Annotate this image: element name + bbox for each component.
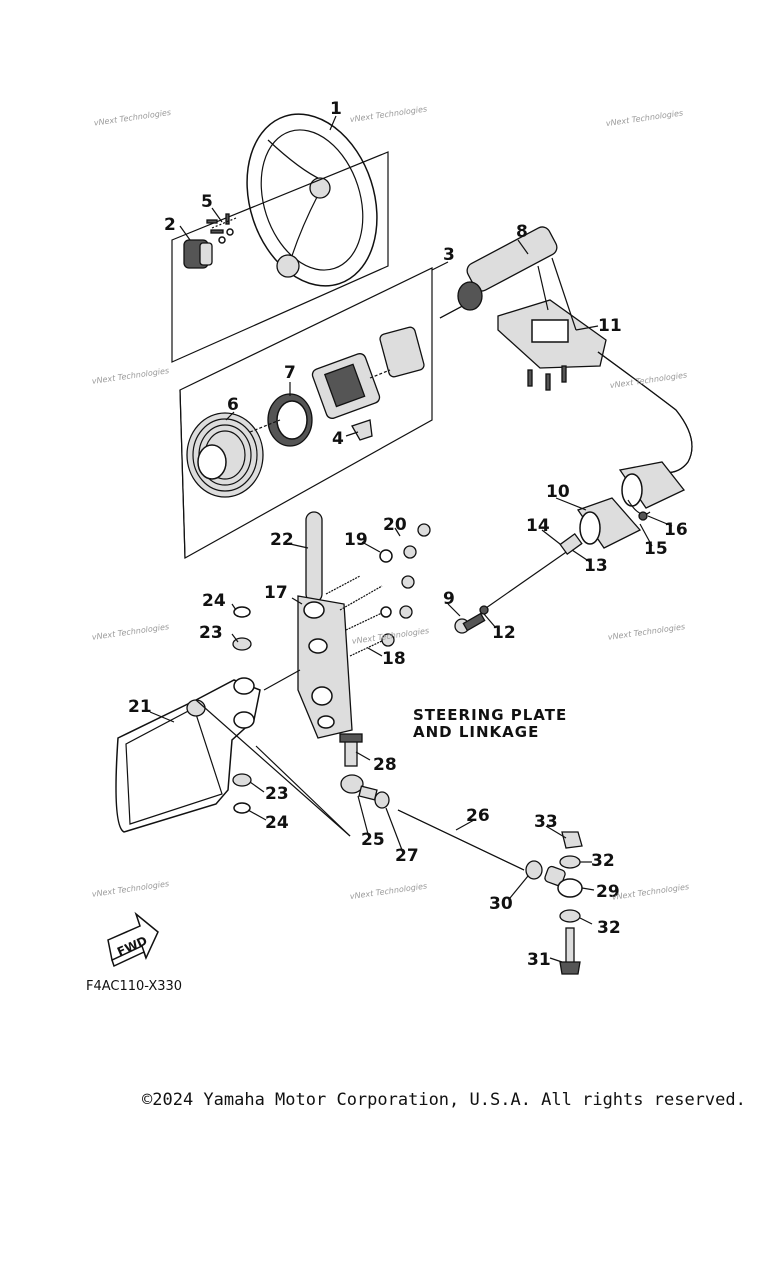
- steering-shaft: [439, 226, 558, 319]
- callout-22: 22: [270, 530, 294, 550]
- callout-2: 2: [164, 215, 176, 235]
- diagram-code: F4AC110-X330: [86, 979, 182, 994]
- callout-9: 9: [443, 589, 455, 609]
- callout-15: 15: [644, 539, 668, 559]
- callout-25: 25: [361, 830, 385, 850]
- watermark-9: vNext Technologies: [91, 879, 169, 899]
- small-fasteners: [206, 213, 237, 244]
- callout-1: 1: [330, 99, 342, 119]
- watermark-10: vNext Technologies: [349, 881, 427, 901]
- callout-31: 31: [527, 950, 551, 970]
- callout-26: 26: [466, 806, 490, 826]
- callout-19: 19: [344, 530, 368, 550]
- steering-plate: [115, 677, 261, 833]
- rod-end: [454, 612, 486, 634]
- fwd-arrow-icon: FWD: [107, 911, 159, 968]
- diagram-title-line-1: STEERING PLATE: [413, 706, 567, 724]
- callout-21: 21: [128, 697, 152, 717]
- callout-6: 6: [227, 395, 239, 415]
- callout-17: 17: [264, 583, 288, 603]
- callout-28: 28: [373, 755, 397, 775]
- callout-11: 11: [598, 316, 622, 336]
- callout-18: 18: [382, 649, 406, 669]
- callout-29: 29: [596, 882, 620, 902]
- callout-14: 14: [526, 516, 550, 536]
- callout-23-bottom: 23: [265, 784, 289, 804]
- watermark-2: vNext Technologies: [349, 104, 427, 124]
- callout-24-top: 24: [202, 591, 226, 611]
- watermark-6: vNext Technologies: [91, 622, 169, 642]
- helm-unit: [249, 326, 425, 433]
- linkage-rod: [339, 733, 583, 975]
- helm-bezel: [186, 412, 264, 498]
- helm-ring: [267, 393, 313, 447]
- watermark-11: vNext Technologies: [611, 882, 689, 902]
- watermark-5: vNext Technologies: [609, 370, 687, 390]
- leader-lines: [149, 115, 673, 963]
- callout-labels: 1 2 3 4 5 6 7 8 9 10 11 12 13 14 15 16 1…: [128, 99, 688, 970]
- helm-bracket: [351, 419, 373, 441]
- diagram-title-line-2: AND LINKAGE: [413, 723, 539, 741]
- callout-4: 4: [332, 429, 344, 449]
- stud-bolts: [325, 523, 431, 657]
- callout-32-top: 32: [591, 851, 615, 871]
- callout-20: 20: [383, 515, 407, 535]
- callout-10: 10: [546, 482, 570, 502]
- callout-7: 7: [284, 363, 296, 383]
- watermark-4: vNext Technologies: [91, 366, 169, 386]
- callout-33: 33: [534, 812, 558, 832]
- watermark-3: vNext Technologies: [605, 108, 683, 128]
- callout-5: 5: [201, 192, 213, 212]
- cable-bellows: [576, 461, 686, 549]
- copyright-notice: ©2024 Yamaha Motor Corporation, U.S.A. A…: [142, 1090, 746, 1110]
- hub-nut: [183, 239, 213, 269]
- callout-8: 8: [516, 222, 528, 242]
- callout-30: 30: [489, 894, 513, 914]
- control-module: [497, 257, 607, 391]
- steering-wheel: [246, 113, 378, 287]
- watermark-1: vNext Technologies: [93, 108, 171, 128]
- watermark-8: vNext Technologies: [607, 622, 685, 642]
- callout-24-bottom: 24: [265, 813, 289, 833]
- callout-23-top: 23: [199, 623, 223, 643]
- callout-27: 27: [395, 846, 419, 866]
- callout-13: 13: [584, 556, 608, 576]
- callout-16: 16: [664, 520, 688, 540]
- callout-32-bottom: 32: [597, 918, 621, 938]
- callout-3: 3: [443, 245, 455, 265]
- callout-12: 12: [492, 623, 516, 643]
- tiller-arm: [297, 511, 353, 739]
